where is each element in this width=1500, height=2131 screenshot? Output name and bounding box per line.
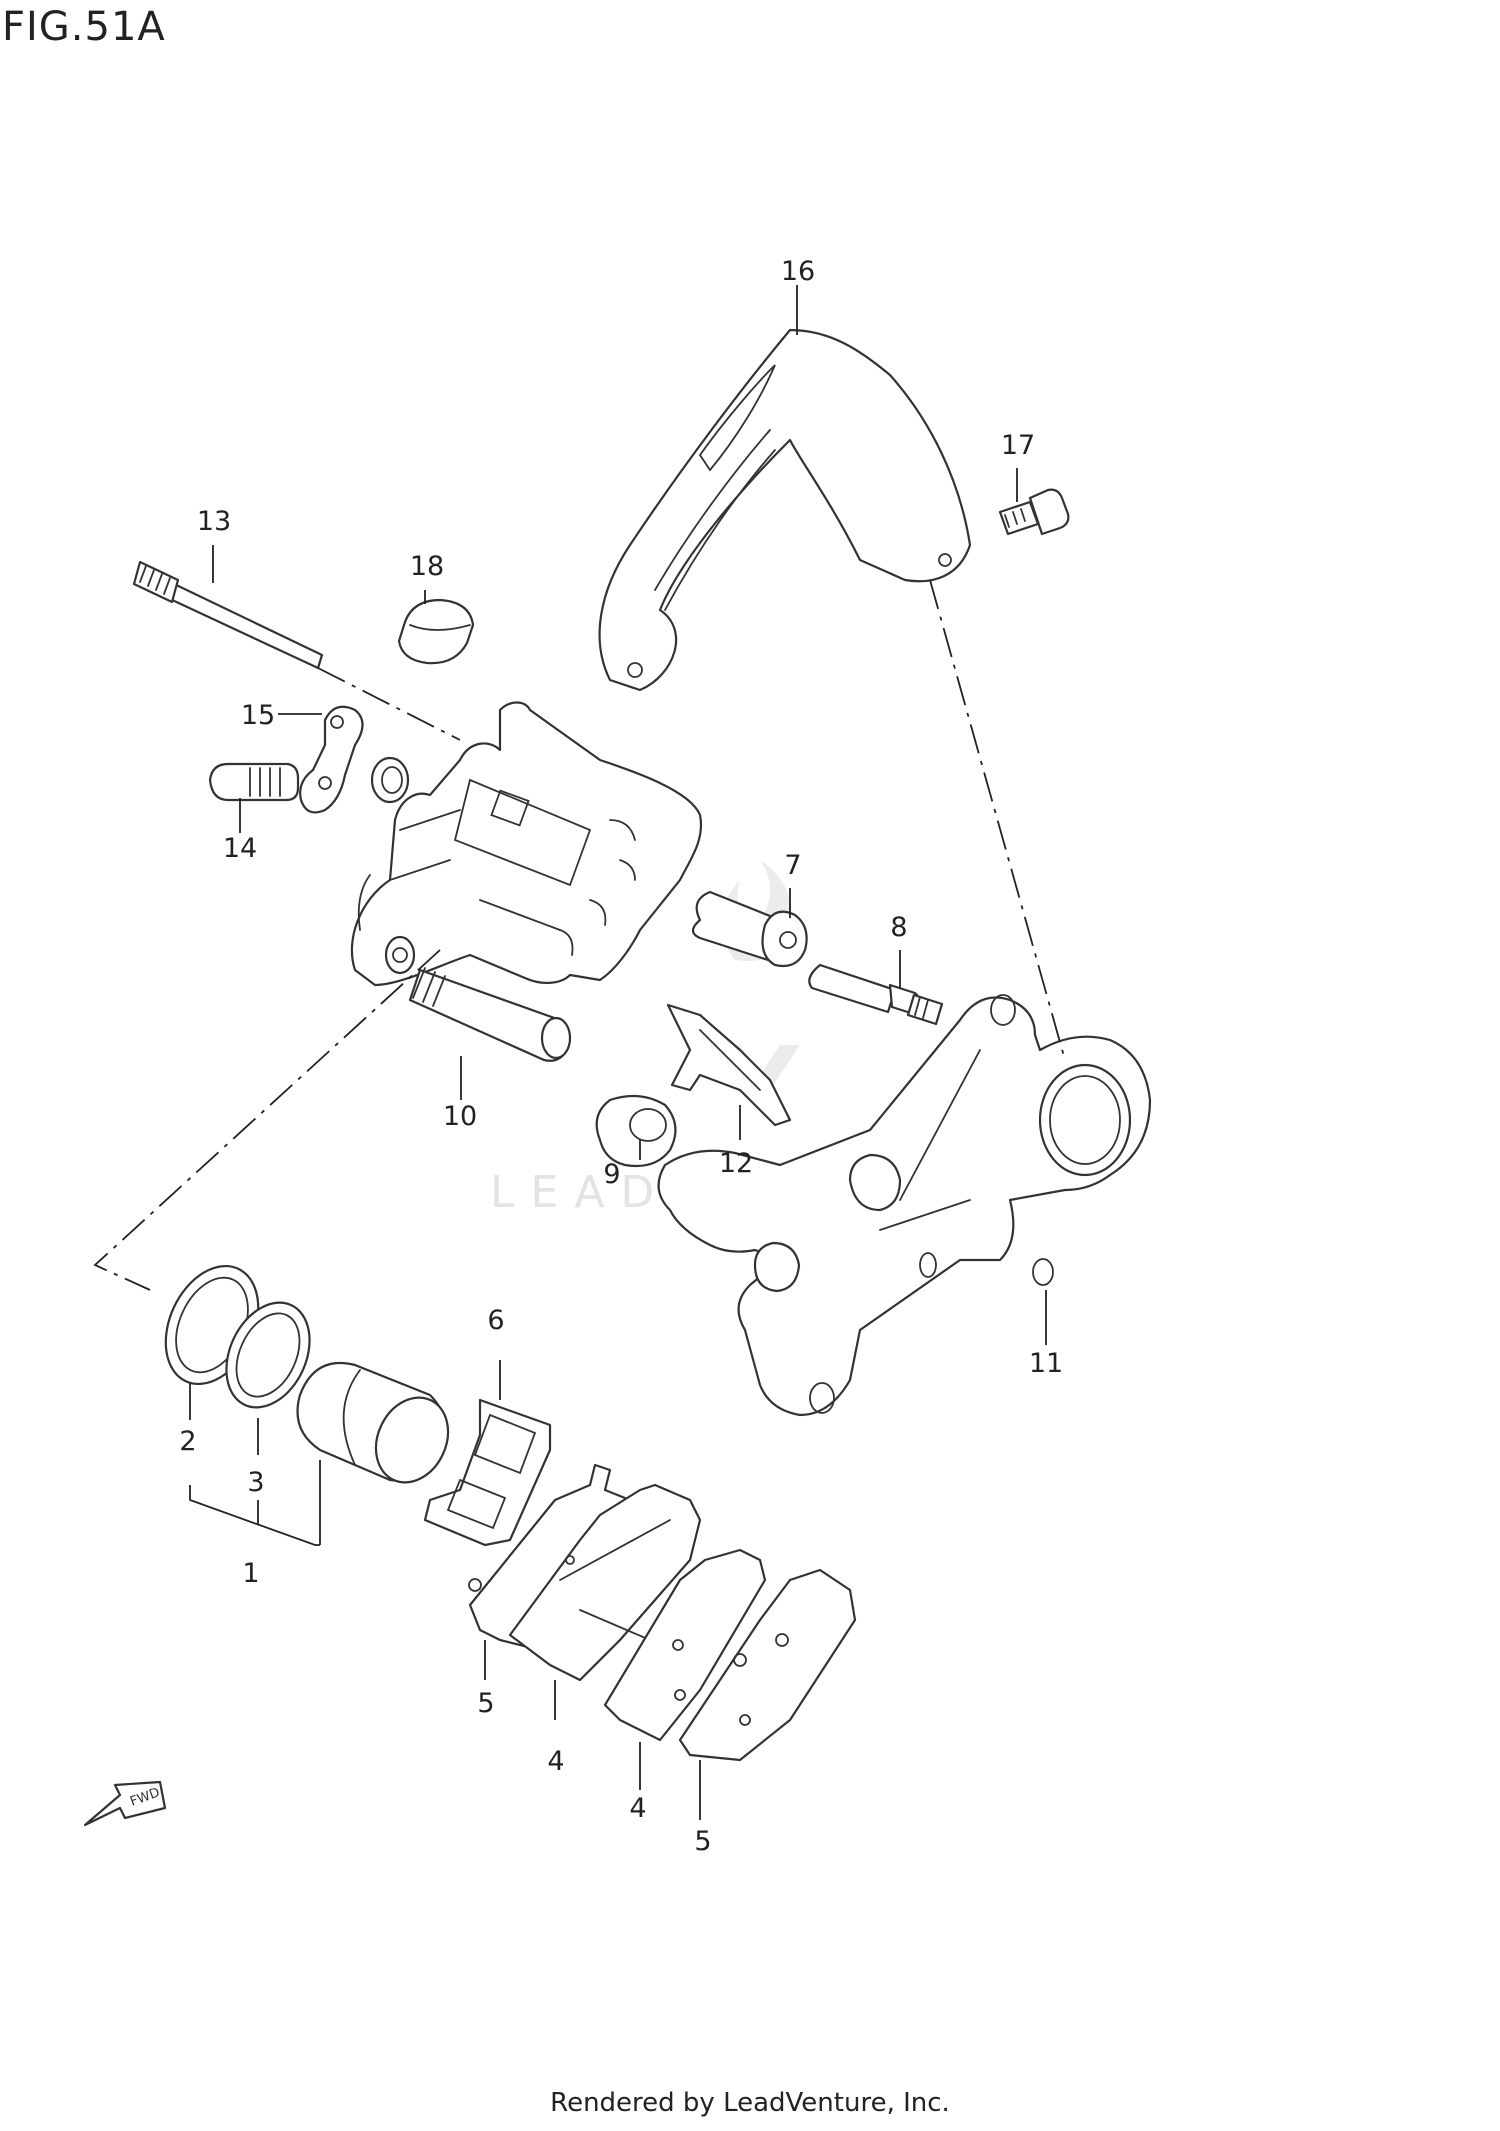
callout-4-rear: 4 [629,1793,646,1824]
part-10-pin[interactable] [408,967,572,1062]
callout-6: 6 [487,1305,504,1336]
part-1-piston[interactable] [296,1361,462,1494]
footer-credit: Rendered by LeadVenture, Inc. [550,2088,950,2118]
callout-14: 14 [223,833,257,864]
part-5-shim-rear[interactable] [678,1568,857,1762]
callout-3: 3 [247,1467,264,1498]
figure-title: FIG.51A [2,4,166,50]
callout-1: 1 [242,1558,259,1589]
callout-11: 11 [1029,1348,1063,1379]
part-18-cap[interactable] [397,598,475,665]
callout-2: 2 [179,1426,196,1457]
callout-12: 12 [719,1148,753,1179]
callout-5-front: 5 [477,1688,494,1719]
fwd-direction-arrow: FWD [83,1780,167,1827]
part-4-pad-front[interactable] [508,1483,702,1682]
part-6-shim[interactable] [423,1398,552,1547]
part-16-bracket[interactable] [598,328,972,692]
callout-17: 17 [1001,430,1035,461]
callout-10: 10 [443,1101,477,1132]
part-4-pad-rear[interactable] [603,1548,767,1742]
forward-arrow-icon [83,1780,167,1827]
part-14-bleeder[interactable] [208,762,300,802]
part-5-shim-front[interactable] [468,1463,632,1652]
part-12-spring[interactable] [666,1003,792,1127]
part-3-seal[interactable] [210,1289,325,1421]
callout-4-front: 4 [547,1746,564,1777]
part-11-bracket[interactable] [657,994,1152,1417]
caliper-body[interactable] [350,701,703,987]
callout-5-rear: 5 [694,1826,711,1857]
part-9-boot[interactable] [595,1094,677,1168]
callout-15: 15 [241,700,275,731]
callout-18: 18 [410,551,444,582]
callout-7: 7 [784,850,801,881]
callout-13: 13 [197,506,231,537]
callout-16: 16 [781,256,815,287]
part-17-bolt[interactable] [998,488,1070,536]
callout-9: 9 [603,1159,620,1190]
part-15-clip[interactable] [299,705,364,814]
part-13-pin[interactable] [132,560,324,670]
callout-8: 8 [890,912,907,943]
part-7-sleeve[interactable] [691,890,808,968]
part-8-bolt[interactable] [808,963,944,1026]
